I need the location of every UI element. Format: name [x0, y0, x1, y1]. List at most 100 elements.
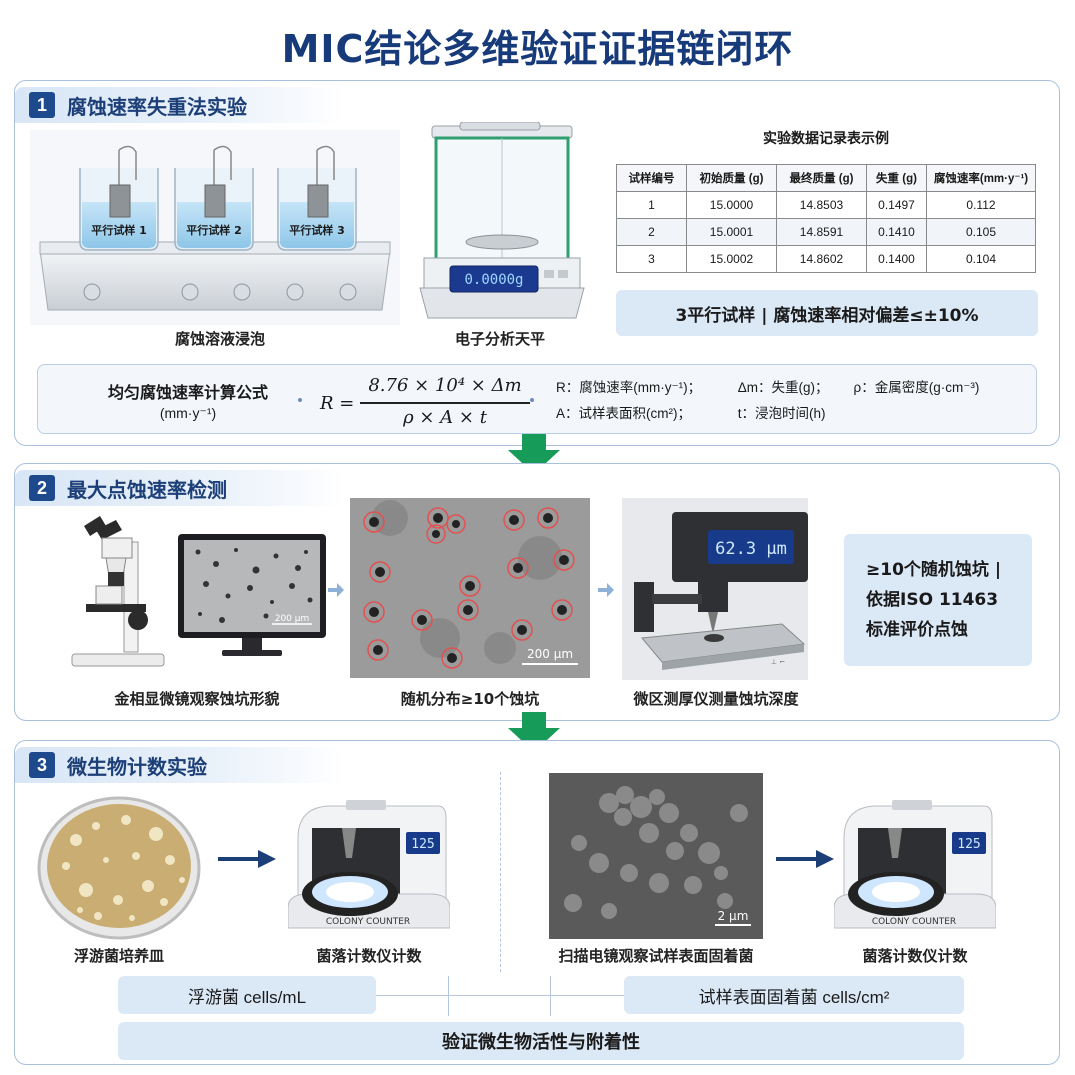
gauge-engraving: ⊥ ⌐: [771, 658, 785, 666]
table-header-row: 试样编号 初始质量 (g) 最终质量 (g) 失重 (g) 腐蚀速率(mm·y⁻…: [616, 164, 1036, 192]
counter-display: 125: [957, 837, 980, 852]
table-header: 试样编号: [616, 164, 687, 192]
immersion-apparatus-illustration: 平行试样 1 平行试样 2 平行试样 3: [30, 130, 400, 325]
caption-microscope: 金相显微镜观察蚀坑形貌: [114, 690, 280, 708]
counter-brand: COLONY COUNTER: [326, 917, 410, 927]
formula-variables: R：腐蚀速率(mm·y⁻¹)； Δm：失重(g)； ρ：金属密度(g·cm⁻³)…: [556, 375, 979, 427]
table-header: 失重 (g): [866, 164, 927, 192]
table-cell: 15.0002: [686, 245, 777, 273]
sem-scale-label: 2 μm: [718, 909, 749, 923]
sem-image: 2 μm: [549, 773, 763, 939]
caption-sem: 扫描电镜观察试样表面固着菌: [558, 947, 754, 965]
analytical-balance-illustration: 0.0000g: [419, 122, 585, 319]
pitting-note-line: ≥10个随机蚀坑 |: [866, 560, 1002, 580]
result-bracket: [550, 976, 551, 1016]
arrow-right-icon: [598, 583, 614, 597]
counter-brand: COLONY COUNTER: [872, 917, 956, 927]
pitting-note-line: 标准评价点蚀: [866, 620, 968, 640]
formula-label: 均匀腐蚀速率计算公式: [107, 385, 268, 402]
deviation-note: 3平行试样 | 腐蚀速率相对偏差≤±10%: [616, 290, 1038, 336]
microscope-monitor-illustration: 200 μm: [71, 516, 326, 667]
table-cell: 1: [616, 191, 687, 219]
caption-petri: 浮游菌培养皿: [73, 947, 164, 965]
petri-dish-illustration: [37, 796, 201, 940]
separator-dot: [298, 398, 302, 402]
caption-pits: 随机分布≥10个蚀坑: [400, 690, 540, 708]
flow-arrow-down-icon: [508, 434, 560, 474]
var-A: A：试样表面积(cm²)；: [556, 406, 691, 421]
caption-immersion: 腐蚀溶液浸泡: [174, 330, 265, 348]
table-row: 1 15.0000 14.8503 0.1497 0.112: [616, 191, 1036, 219]
var-dm: Δm：失重(g)；: [737, 380, 829, 395]
section-number: 3: [29, 752, 55, 778]
caption-gauge: 微区测厚仪测量蚀坑深度: [633, 690, 799, 708]
table-title: 实验数据记录表示例: [763, 130, 889, 146]
table-cell: 0.112: [926, 191, 1036, 219]
section-number: 2: [29, 475, 55, 501]
table-cell: 15.0000: [686, 191, 777, 219]
result-planktonic: 浮游菌 cells/mL: [118, 976, 376, 1014]
table-header: 腐蚀速率(mm·y⁻¹): [926, 164, 1036, 192]
caption-counter-1: 菌落计数仪计数: [316, 947, 422, 965]
formula-box: 均匀腐蚀速率计算公式 (mm·y⁻¹) R = 8.76 × 10⁴ × Δm …: [37, 364, 1037, 434]
beaker-label-1: 平行试样 1: [91, 223, 146, 237]
beaker-label-2: 平行试样 2: [186, 223, 241, 237]
pitting-note-line: 依据ISO 11463: [866, 590, 999, 610]
table-cell: 14.8602: [776, 245, 867, 273]
conclusion-bar: 验证微生物活性与附着性: [118, 1022, 964, 1060]
counter-display: 125: [411, 837, 434, 852]
result-sessile: 试样表面固着菌 cells/cm²: [624, 976, 964, 1014]
caption-balance: 电子分析天平: [454, 330, 545, 348]
monitor-scale-label: 200 μm: [275, 614, 310, 624]
formula-numerator: 8.76 × 10⁴ × Δm: [368, 375, 522, 396]
thickness-gauge-illustration: 62.3 μm ⊥ ⌐: [622, 498, 808, 680]
table-cell: 0.105: [926, 218, 1036, 246]
colony-counter-illustration: 125 COLONY COUNTER: [288, 800, 450, 929]
table-cell: 0.1410: [866, 218, 927, 246]
result-bracket: [448, 976, 449, 1016]
caption-counter-2: 菌落计数仪计数: [862, 947, 968, 965]
var-R: R：腐蚀速率(mm·y⁻¹)；: [556, 380, 702, 395]
table-cell: 3: [616, 245, 687, 273]
fraction-bar: [360, 402, 530, 404]
flow-arrow-down-icon: [508, 712, 560, 752]
arrow-right-icon: [776, 850, 834, 868]
table-row: 3 15.0002 14.8602 0.1400 0.104: [616, 245, 1036, 273]
pit-micrograph-image: 200 μm: [350, 498, 590, 678]
table-cell: 14.8591: [776, 218, 867, 246]
pitting-note: ≥10个随机蚀坑 | 依据ISO 11463 标准评价点蚀: [844, 534, 1032, 666]
result-bracket: [376, 995, 624, 996]
table-cell: 15.0001: [686, 218, 777, 246]
table-header: 最终质量 (g): [776, 164, 867, 192]
balance-display: 0.0000g: [464, 272, 523, 288]
gauge-display: 62.3 μm: [715, 539, 787, 559]
table-cell: 2: [616, 218, 687, 246]
section-header: 2 最大点蚀速率检测: [15, 470, 345, 506]
section-number: 1: [29, 92, 55, 118]
formula-lhs: R =: [320, 393, 355, 414]
table-cell: 0.104: [926, 245, 1036, 273]
divider-line: [500, 772, 501, 972]
section-header: 1 腐蚀速率失重法实验: [15, 87, 345, 123]
micrograph-scale-label: 200 μm: [527, 647, 573, 661]
data-table: 试样编号 初始质量 (g) 最终质量 (g) 失重 (g) 腐蚀速率(mm·y⁻…: [616, 164, 1036, 273]
table-header: 初始质量 (g): [686, 164, 777, 192]
arrow-right-icon: [328, 583, 344, 597]
table-cell: 0.1400: [866, 245, 927, 273]
colony-counter-illustration: 125 COLONY COUNTER: [834, 800, 996, 929]
table-cell: 0.1497: [866, 191, 927, 219]
table-row: 2 15.0001 14.8591 0.1410 0.105: [616, 218, 1036, 246]
formula-unit: (mm·y⁻¹): [159, 405, 217, 421]
arrow-right-icon: [218, 850, 276, 868]
section-header: 3 微生物计数实验: [15, 747, 345, 783]
var-t: t：浸泡时间(h): [737, 406, 826, 421]
separator-dot: [530, 398, 534, 402]
formula-denominator: ρ × A × t: [403, 407, 487, 428]
section-title: 微生物计数实验: [67, 754, 207, 779]
beaker-label-3: 平行试样 3: [289, 223, 344, 237]
table-cell: 14.8503: [776, 191, 867, 219]
section-title: 腐蚀速率失重法实验: [67, 94, 247, 119]
var-rho: ρ：金属密度(g·cm⁻³): [853, 380, 980, 395]
page-title: MIC结论多维验证证据链闭环: [281, 27, 794, 71]
section-title: 最大点蚀速率检测: [67, 477, 227, 502]
